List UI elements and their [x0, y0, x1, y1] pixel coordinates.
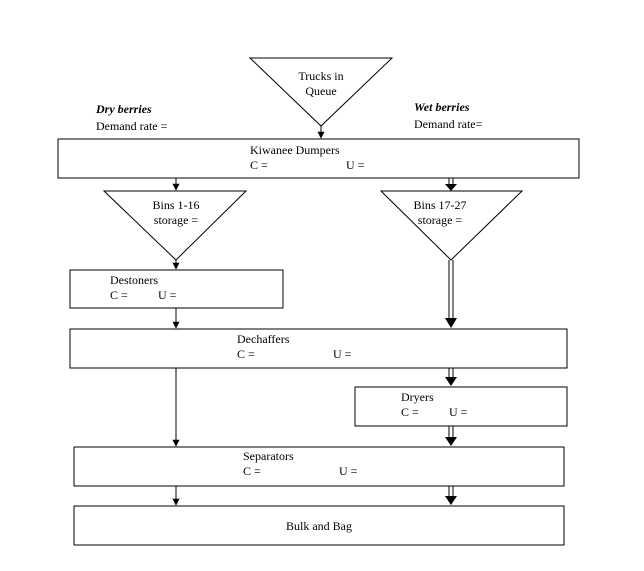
arrow-dechaffers-to-dryers — [445, 368, 457, 386]
bins-b-storage: storage = — [417, 213, 463, 227]
kiwanee-dumpers-box — [57, 138, 580, 179]
destoners-title: Destoners — [110, 273, 158, 287]
arrow-kiwanee-to-bins-b — [445, 178, 457, 191]
dechaffers-utilization: U = — [333, 347, 352, 361]
trucks-label-line2: Queue — [305, 84, 337, 98]
trucks-label-line1: Trucks in — [298, 69, 344, 83]
separators-utilization: U = — [339, 464, 358, 478]
dryers-box — [354, 386, 568, 427]
kiwanee-utilization: U = — [346, 158, 365, 172]
bins-b-title: Bins 17-27 — [413, 198, 467, 212]
dry-demand-rate: Demand rate = — [96, 119, 168, 133]
arrow-separators-to-bulk-right — [445, 486, 457, 505]
trucks-queue-triangle — [248, 57, 394, 127]
bins-1-16-triangle — [102, 190, 248, 261]
destoners-box — [69, 269, 284, 309]
bins-a-title: Bins 1-16 — [152, 198, 200, 212]
wet-berries-title: Wet berries — [414, 100, 470, 114]
separators-capacity: C = — [243, 464, 261, 478]
kiwanee-capacity: C = — [250, 158, 268, 172]
arrow-bins-b-to-dechaffers — [445, 260, 457, 328]
bulk-and-bag-title: Bulk and Bag — [286, 519, 352, 533]
separators-title: Separators — [243, 449, 294, 463]
wet-demand-rate: Demand rate= — [414, 117, 483, 131]
bins-a-storage: storage = — [153, 213, 199, 227]
dechaffers-title: Dechaffers — [237, 332, 290, 346]
dryers-capacity: C = — [401, 405, 419, 419]
destoners-capacity: C = — [110, 288, 128, 302]
dry-berries-title: Dry berries — [96, 102, 152, 116]
kiwanee-title: Kiwanee Dumpers — [250, 143, 340, 157]
dechaffers-box — [69, 328, 568, 369]
arrow-dryers-to-separators — [445, 426, 457, 446]
dryers-title: Dryers — [401, 390, 434, 404]
bins-17-27-triangle — [379, 190, 524, 261]
bulk-and-bag-box — [73, 505, 565, 546]
destoners-utilization: U = — [158, 288, 177, 302]
separators-box — [73, 446, 565, 487]
dechaffers-capacity: C = — [237, 347, 255, 361]
dryers-utilization: U = — [449, 405, 468, 419]
